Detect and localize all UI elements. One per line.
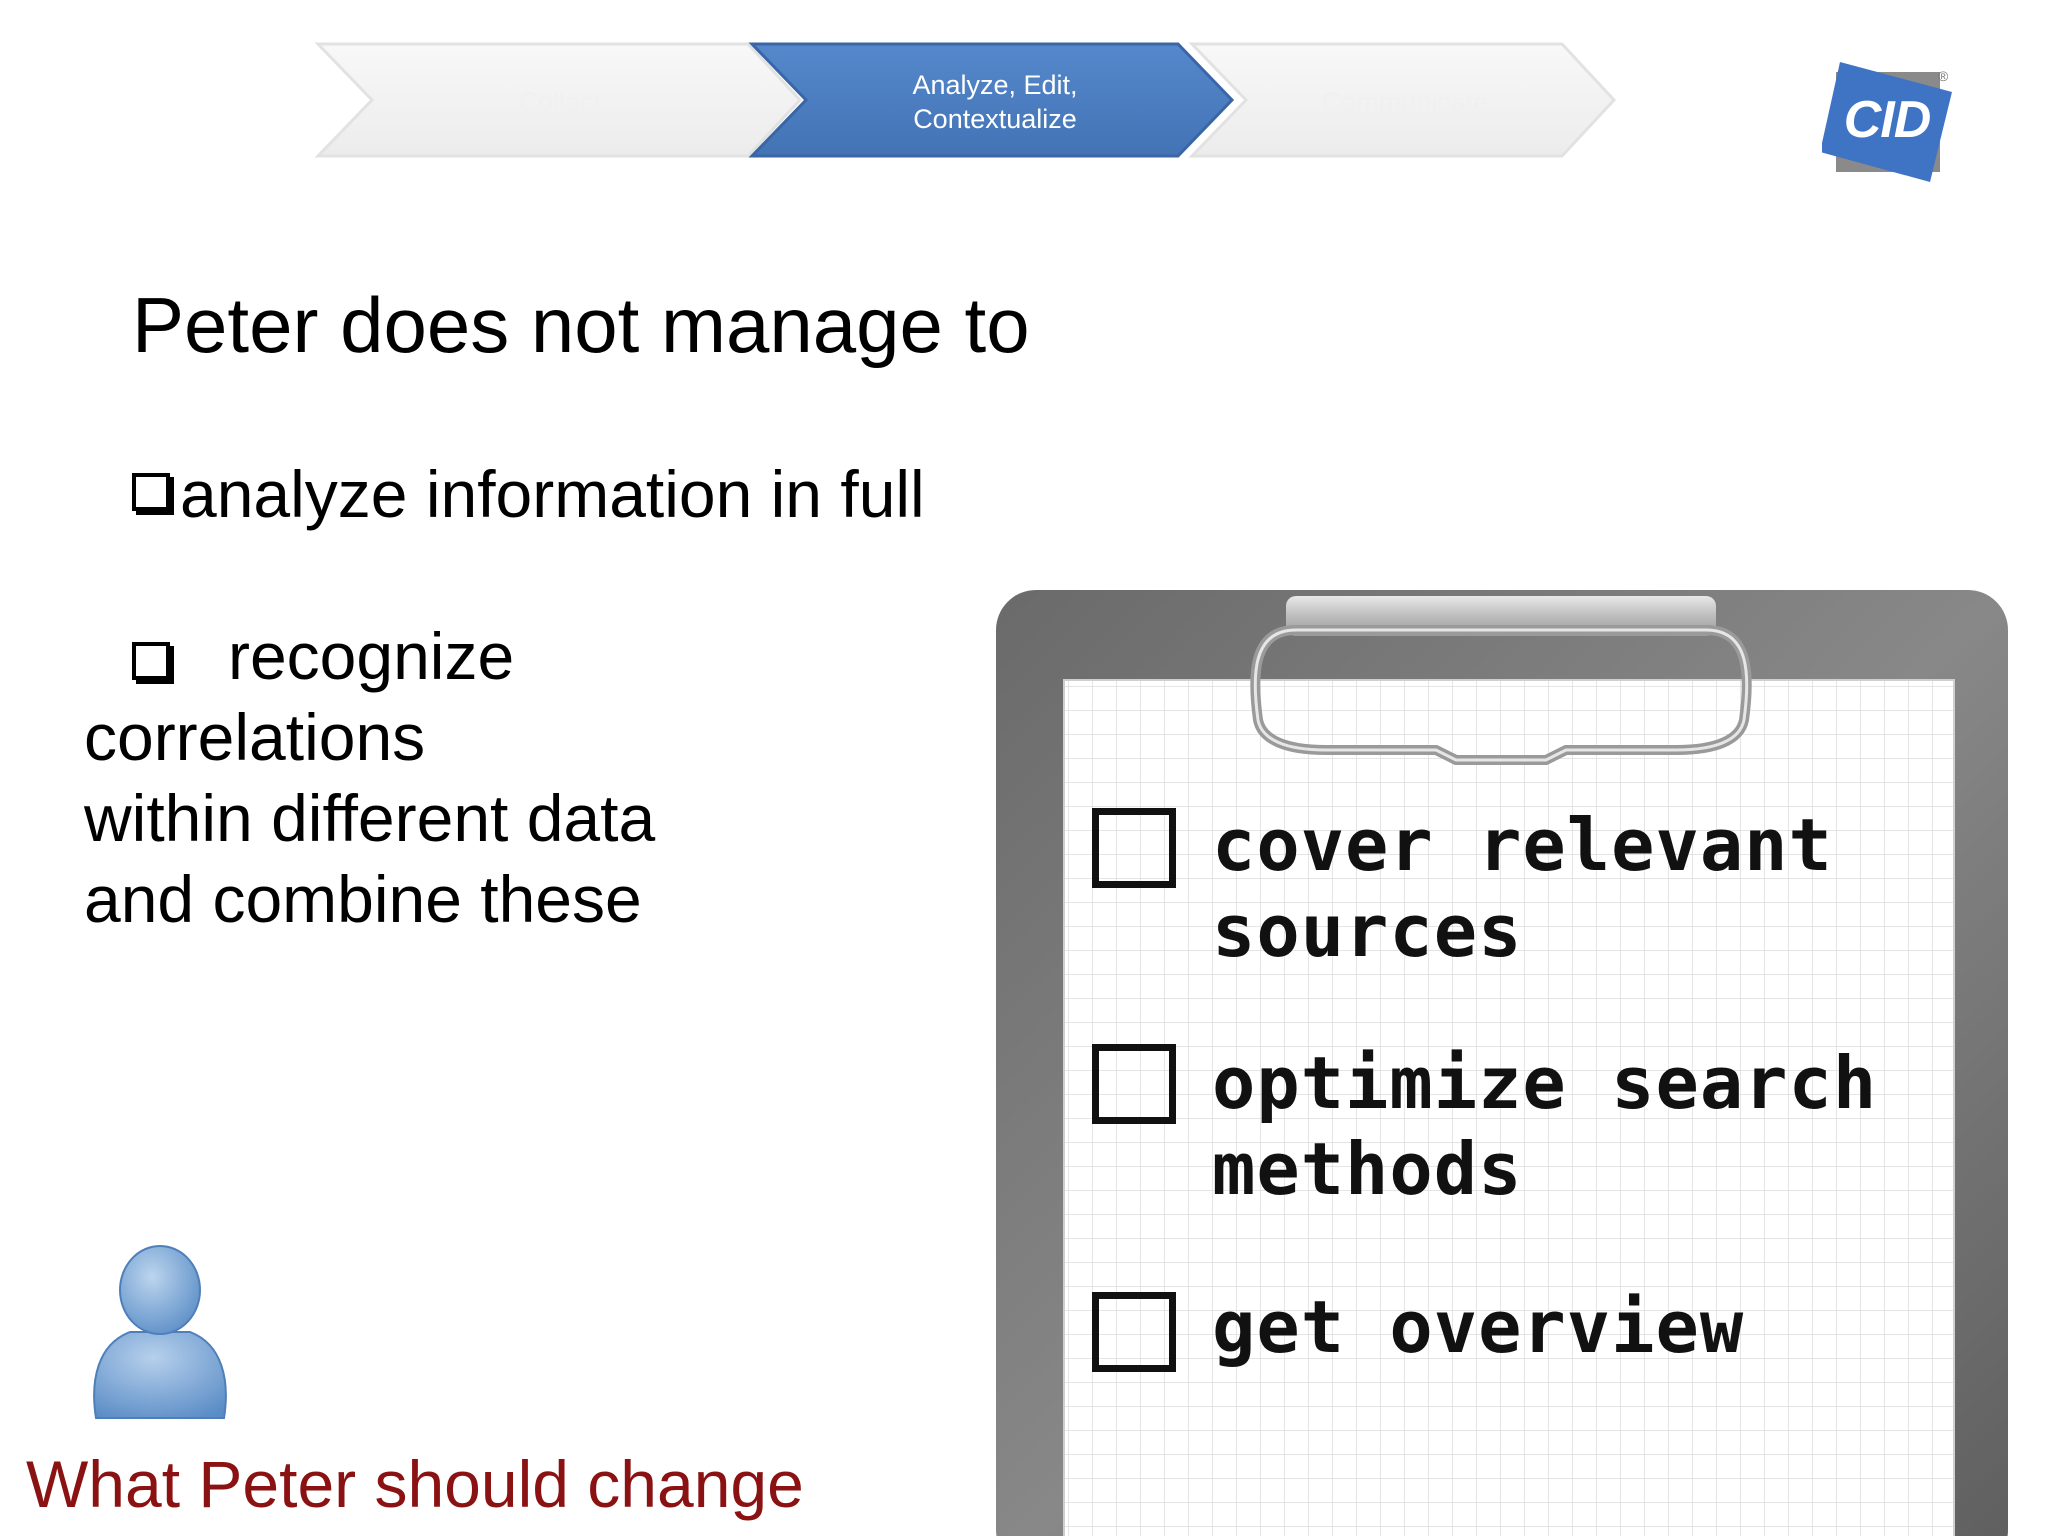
lightning-icon — [4, 4, 38, 36]
bullet-text: recognize correlations within different … — [84, 619, 656, 936]
step-analyze-chevron[interactable] — [748, 42, 1235, 158]
slide-title: Peter does not manage to — [132, 281, 1030, 369]
bullet-item: recognize correlations within different … — [84, 616, 778, 940]
step-communicate-chevron[interactable] — [1188, 42, 1617, 158]
step-communicate-label: Communicate — [1321, 87, 1489, 117]
clipboard-item: get overview — [1212, 1285, 1745, 1369]
registered-mark: ® — [1938, 68, 1949, 84]
clipboard-checkbox[interactable] — [1092, 1292, 1176, 1372]
bullet-text: analyze information in full — [180, 457, 925, 531]
step-collect-label: Collect — [518, 87, 602, 117]
cid-logo — [1822, 62, 1952, 182]
bullet-item: analyze information in full — [132, 454, 925, 535]
user-avatar-icon — [93, 1245, 227, 1419]
process-chevrons — [314, 42, 1617, 158]
step-collect-chevron[interactable] — [314, 42, 803, 158]
process-bar: Collect Analyze, Edit, Contextualize Com… — [0, 0, 2048, 200]
clipboard-checkbox[interactable] — [1092, 808, 1176, 888]
clipboard-item: cover relevant sources — [1212, 803, 1833, 973]
checkbox-bullet-icon — [132, 642, 170, 680]
footer-caption: What Peter should change — [26, 1447, 804, 1521]
checkbox-bullet-icon — [132, 473, 170, 511]
logo-text: CID — [1843, 91, 1932, 149]
clipboard-illustration — [996, 590, 2008, 1536]
step-analyze-label: Analyze, Edit, Contextualize — [912, 70, 1078, 134]
clipboard-checkbox[interactable] — [1092, 1044, 1176, 1124]
clipboard-item: optimize search methods — [1212, 1041, 1878, 1211]
